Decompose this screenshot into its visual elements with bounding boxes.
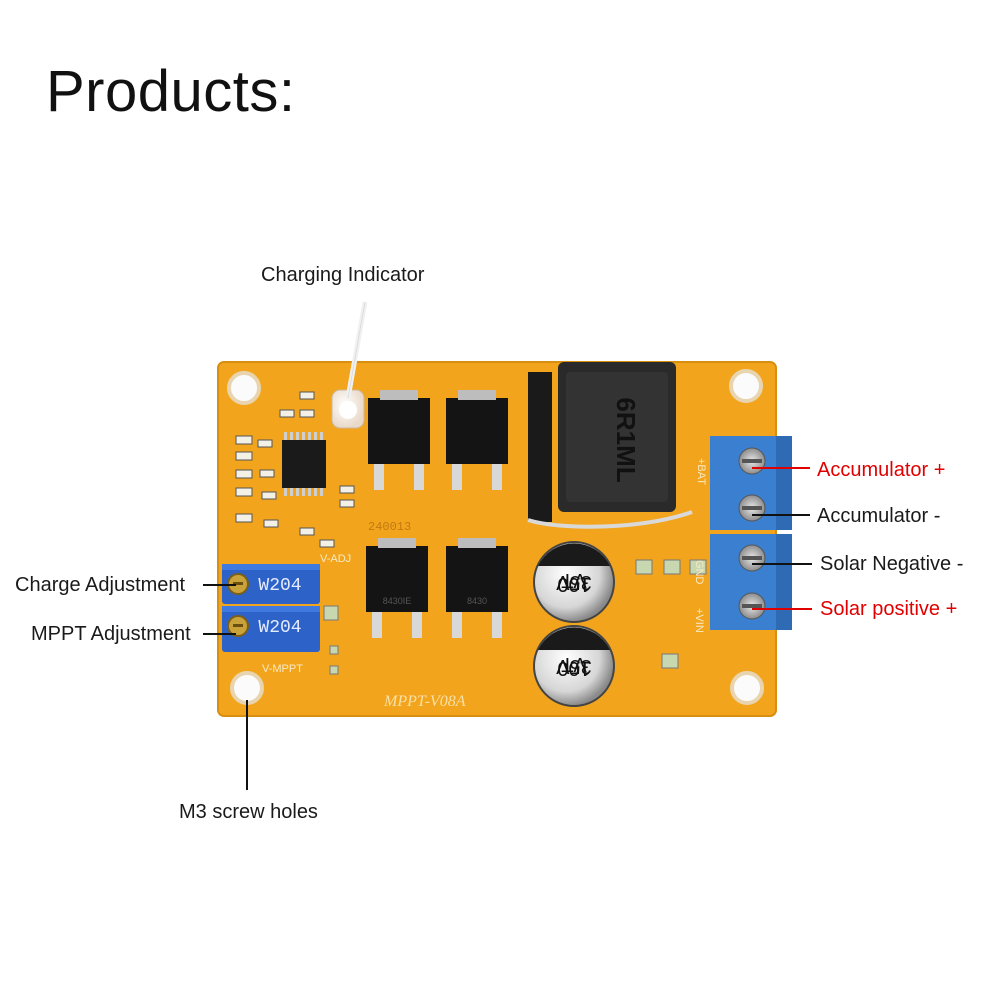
silk-gnd: GND [693,560,705,585]
mosfet-marking-1: 8430IE [383,596,412,606]
page-heading: Products: [46,59,296,124]
silk-v-mppt: V-MPPT [262,663,303,675]
silk-code: 240013 [368,520,411,534]
mounting-holes [227,369,764,705]
label-accumulator-plus: Accumulator + [817,459,946,481]
label-solar-negative: Solar Negative - [820,553,964,575]
mosfets: 8430IE 8430 [366,390,508,638]
ic-chip [282,432,326,496]
label-m3-screw-holes: M3 screw holes [179,801,318,823]
label-solar-positive: Solar positive + [820,598,958,620]
board-model: MPPT-V08A [383,693,466,710]
terminal-block-solar [710,534,792,630]
solder-pads [323,559,707,675]
potentiometer-mppt: W204 [222,606,320,652]
silk-vin: +VIN [693,608,705,633]
inductor: 6R1ML [527,362,693,529]
silk-bat: +BAT [695,458,707,485]
cap-top-line2: 35V [556,571,592,593]
inductor-marking: 6R1ML [611,397,641,482]
label-accumulator-minus: Accumulator - [817,505,941,527]
potentiometer-charge: W204 [222,564,320,604]
cap-top-line3: VT [561,569,587,591]
smd-components [235,391,355,548]
pot-code-bottom: W204 [258,618,301,638]
cap-bottom-line2: 35V [556,655,592,677]
charging-led [331,389,365,429]
mosfet-marking-2: 8430 [467,596,487,606]
cap-bottom-line3: VT [561,653,587,675]
pot-code-top: W204 [258,576,301,596]
capacitor-bottom: 100 35V VT [533,625,615,707]
capacitor-top: 100 35V VT [533,541,615,623]
callout-lines [203,301,812,790]
label-charge-adjustment: Charge Adjustment [15,574,186,596]
cap-bottom-line1: 100 [557,657,590,679]
cap-top-line1: 100 [557,573,590,595]
label-mppt-adjustment: MPPT Adjustment [31,623,191,645]
silk-v-adj: V-ADJ [320,553,351,565]
label-charging-indicator: Charging Indicator [261,264,425,286]
